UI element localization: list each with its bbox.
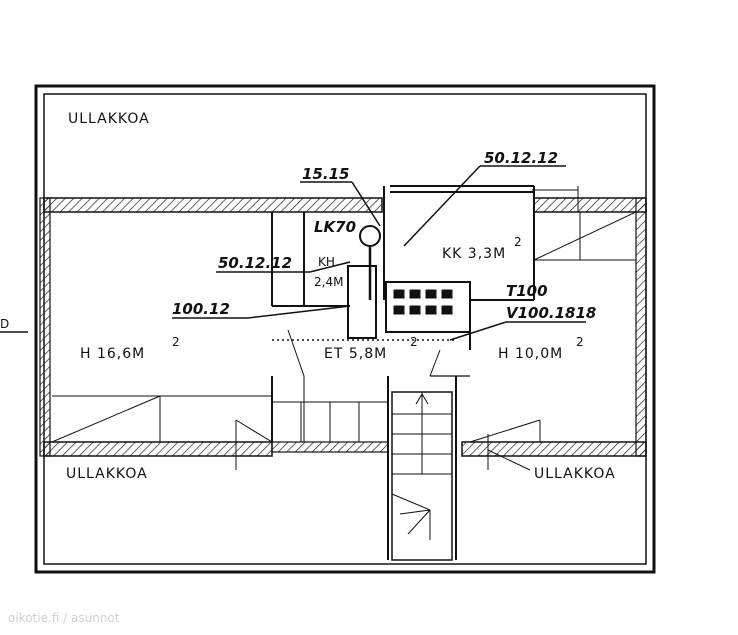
code-100-12: 100.12: [172, 300, 230, 318]
leader-lines: [0, 165, 586, 341]
lower-knee-wall: [43, 441, 647, 457]
bath-label: KK 3,3M: [442, 246, 506, 262]
code-t100: T100: [506, 282, 548, 300]
code-50-12-12-top: 50.12.12: [484, 149, 558, 167]
room-left-sup: 2: [172, 335, 180, 349]
attic-bottom-right-label: ULLAKKOA: [534, 466, 616, 482]
room-right-label: H 10,0M: [498, 346, 563, 362]
wardrobes: [271, 401, 389, 443]
wc-label: KH: [318, 255, 335, 269]
upper-knee-wall: [43, 197, 647, 213]
staircase: [391, 391, 453, 561]
code-50-12-12-left: 50.12.12: [218, 254, 292, 272]
watermark: oikotie.fi / asunnot: [8, 611, 120, 625]
outer-walls: [34, 84, 656, 574]
code-v100: V100.1818: [506, 304, 596, 322]
stove-block: [347, 225, 471, 339]
interior-walls: [271, 185, 535, 560]
bath-sup: 2: [514, 235, 522, 249]
attic-top-label: ULLAKKOA: [68, 111, 150, 127]
code-15-15: 15.15: [302, 165, 349, 183]
hall-sup: 2: [410, 335, 418, 349]
slope-lines: [51, 186, 637, 471]
code-lk70: LK70: [314, 218, 356, 236]
room-left-label: H 16,6M: [80, 346, 145, 362]
wc-area-label: 2,4M: [314, 275, 343, 289]
room-right-sup: 2: [576, 335, 584, 349]
side-walls: [39, 197, 647, 457]
left-edge-mark: D: [0, 317, 9, 331]
hall-label: ET 5,8M: [324, 346, 387, 362]
attic-bottom-left-label: ULLAKKOA: [66, 466, 148, 482]
